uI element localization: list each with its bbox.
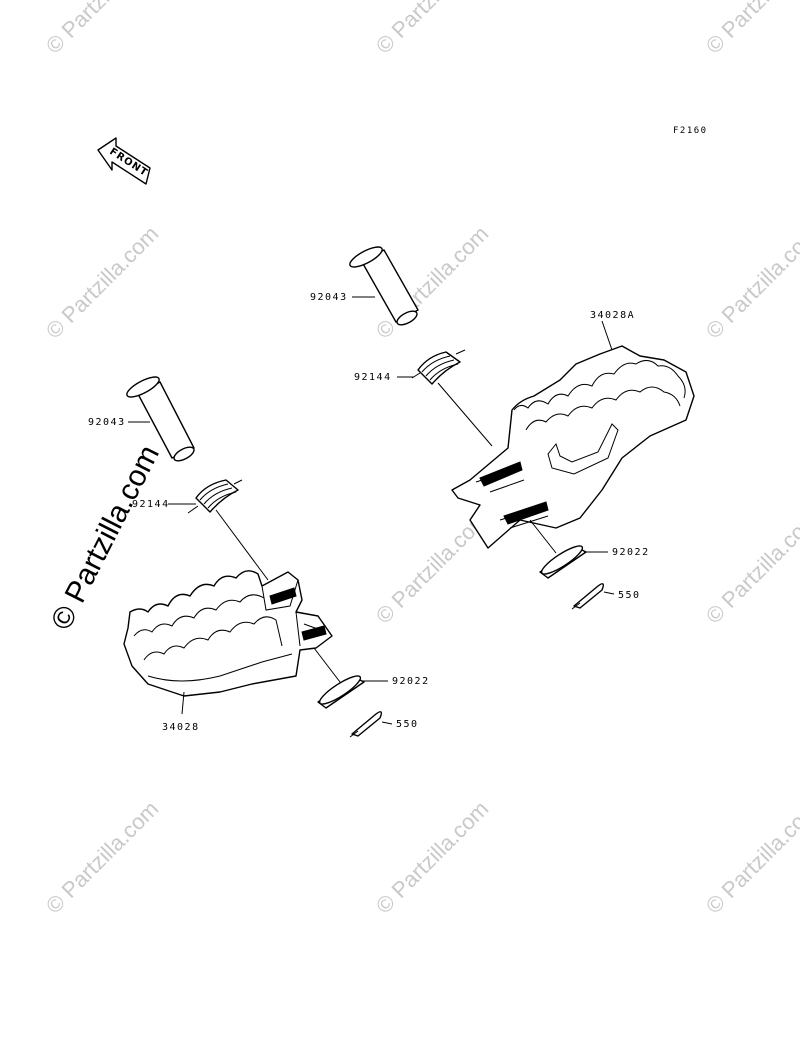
watermark: © Partzilla.com [371,0,494,59]
watermark: © Partzilla.com [701,796,800,919]
part-number-92043-left[interactable]: 92043 [88,417,126,428]
watermark: © Partzilla.com [371,796,494,919]
footpeg-right[interactable] [451,345,695,549]
washer-right[interactable] [539,542,587,579]
part-number-550-left[interactable]: 550 [396,719,419,730]
pin-right[interactable] [347,243,419,327]
pin-left[interactable] [124,373,196,463]
cotter-pin-left[interactable] [349,711,383,738]
part-number-34028A[interactable]: 34028A [590,310,635,321]
part-number-92144-left[interactable]: 92144 [132,499,170,510]
part-number-34028[interactable]: 34028 [162,722,200,733]
spring-right[interactable] [411,349,466,385]
watermark: © Partzilla.com [41,0,164,59]
watermarks: © Partzilla.com © Partzilla.com © Partzi… [41,0,800,919]
cotter-pin-right[interactable] [571,583,605,610]
watermark: © Partzilla.com [41,796,164,919]
footpeg-left[interactable] [123,570,333,697]
washer-left[interactable] [317,672,365,709]
part-number-92022-left[interactable]: 92022 [392,676,430,687]
front-arrow-icon: FRONT [97,137,151,185]
part-number-550-right[interactable]: 550 [618,590,641,601]
part-number-92043-right[interactable]: 92043 [310,292,348,303]
watermark: © Partzilla.com [701,506,800,629]
part-number-92144-right[interactable]: 92144 [354,372,392,383]
diagram-code: F2160 [673,126,708,136]
watermark: © Partzilla.com [701,0,800,59]
part-number-92022-right[interactable]: 92022 [612,547,650,558]
watermark-large: © Partzilla.com [45,440,166,635]
spring-left[interactable] [187,479,243,514]
watermark: © Partzilla.com [41,221,164,344]
watermark: © Partzilla.com [701,221,800,344]
